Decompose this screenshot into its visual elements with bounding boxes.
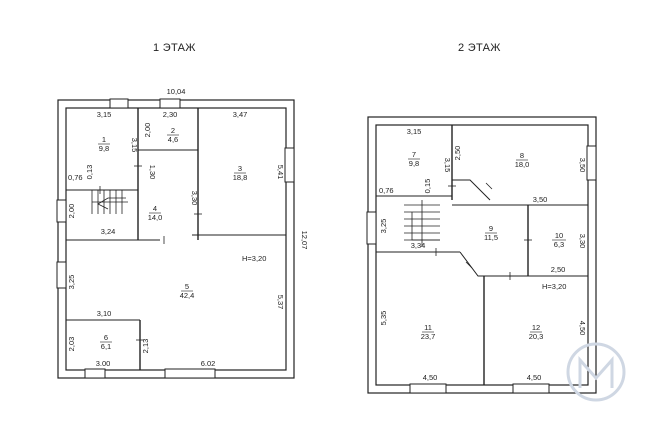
floor1-stairs (91, 190, 128, 214)
dim: 3.00 (96, 359, 111, 368)
dim: 3,47 (233, 110, 248, 119)
dim: 2,13 (141, 339, 150, 354)
dim: 3,30 (190, 191, 199, 206)
dim: 1,30 (148, 165, 157, 180)
dim: 0,76 (68, 173, 83, 182)
dim: 2,30 (163, 110, 178, 119)
dim: 3,15 (97, 110, 112, 119)
room-number: 4 (153, 204, 157, 213)
room-number: 12 (532, 323, 540, 332)
room-number: 8 (520, 151, 524, 160)
room-area: 42,4 (180, 291, 195, 300)
floor1-labels: 10,04 12,07 3,15 2,30 3,47 2,00 3,15 0,1… (67, 87, 309, 368)
dim: 0,76 (379, 186, 394, 195)
floor1-plan (56, 98, 295, 379)
dim: 2,00 (143, 123, 152, 138)
dim: 5,41 (276, 165, 285, 180)
room-area: 9,8 (99, 144, 109, 153)
watermark-logo-icon (566, 342, 626, 402)
room-number: 6 (104, 333, 108, 342)
dim: 2,03 (67, 337, 76, 352)
floor2-stairs (404, 200, 440, 246)
room-area: 11,5 (484, 233, 498, 242)
dim: 3,15 (443, 158, 452, 173)
room-number: 10 (555, 231, 563, 240)
dim: 2,50 (551, 265, 566, 274)
room-area: 18,0 (515, 160, 530, 169)
dim: 3,50 (533, 195, 548, 204)
room-area: 6,1 (101, 342, 111, 351)
dim: 3,25 (67, 275, 76, 290)
dim: 3,50 (578, 158, 587, 173)
floor2-windows (366, 145, 597, 394)
room-area: 9,8 (409, 159, 419, 168)
dim-overall-width: 10,04 (167, 87, 186, 96)
room-area: 18,8 (233, 173, 248, 182)
dim: 4,50 (578, 321, 587, 336)
dim: 4,50 (527, 373, 542, 382)
dim: 5,35 (379, 311, 388, 326)
room-number: 11 (424, 323, 432, 332)
floor2-inner-wall (375, 124, 589, 386)
floor2-height-label: H=3,20 (542, 282, 566, 291)
dim: 3,25 (379, 219, 388, 234)
floor2-title: 2 ЭТАЖ (458, 42, 501, 54)
dim: 3,15 (130, 138, 139, 153)
floor2-labels: 3,15 2,50 3,15 0,15 0,76 3,50 3,50 3,25 … (379, 127, 587, 382)
floor1-windows (56, 98, 295, 379)
dim: 2,00 (67, 204, 76, 219)
floor2-plan (366, 116, 597, 394)
dim: 5,37 (276, 295, 285, 310)
room-area: 14,0 (148, 213, 163, 222)
dim: 3,10 (97, 309, 112, 318)
dim: 3,24 (101, 227, 116, 236)
room-area: 23,7 (421, 332, 436, 341)
dim: 4,50 (423, 373, 438, 382)
dim: 2,50 (453, 146, 462, 161)
floor1-title: 1 ЭТАЖ (153, 42, 196, 54)
dim: 0,15 (423, 179, 432, 194)
dim: 0,13 (85, 165, 94, 180)
dim: 3,15 (407, 127, 422, 136)
room-number: 5 (185, 282, 189, 291)
room-number: 2 (171, 126, 175, 135)
room-area: 6,3 (554, 240, 564, 249)
room-area: 4,6 (168, 135, 178, 144)
room-number: 9 (489, 224, 493, 233)
room-number: 1 (102, 135, 106, 144)
room-number: 3 (238, 164, 242, 173)
room-number: 7 (412, 150, 416, 159)
floor1-height-label: H=3,20 (242, 254, 266, 263)
dim: 3,34 (411, 241, 426, 250)
dim-overall-depth: 12,07 (300, 231, 309, 250)
dim: 3,30 (578, 234, 587, 249)
floor2-outer-wall (367, 116, 597, 394)
room-area: 20,3 (529, 332, 544, 341)
dim: 6.02 (201, 359, 216, 368)
